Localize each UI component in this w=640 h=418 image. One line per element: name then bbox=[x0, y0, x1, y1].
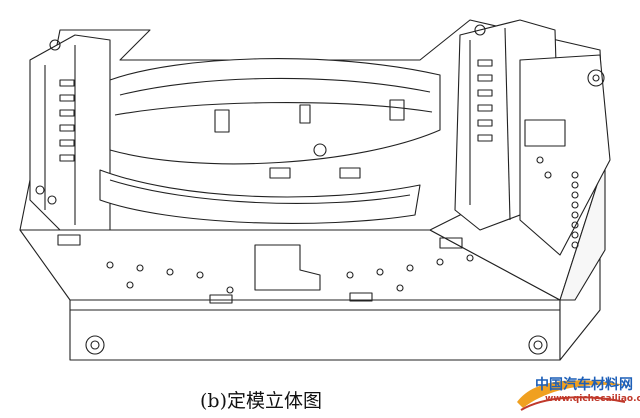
watermark-title: 中国汽车材料网 bbox=[535, 377, 633, 393]
swoosh-icon bbox=[517, 380, 633, 411]
cavity-bumper bbox=[99, 58, 441, 224]
mold-isometric-drawing bbox=[19, 19, 611, 361]
base-plate bbox=[69, 249, 601, 361]
figure-caption: (b)定模立体图 bbox=[200, 390, 322, 412]
left-slider bbox=[29, 34, 111, 231]
bolt-hole-pattern bbox=[57, 234, 474, 304]
watermark-logo: 中国汽车材料网 www.qichecailiao.com bbox=[515, 372, 640, 416]
side-block bbox=[519, 54, 611, 256]
watermark-url: www.qichecailiao.com bbox=[545, 394, 640, 404]
